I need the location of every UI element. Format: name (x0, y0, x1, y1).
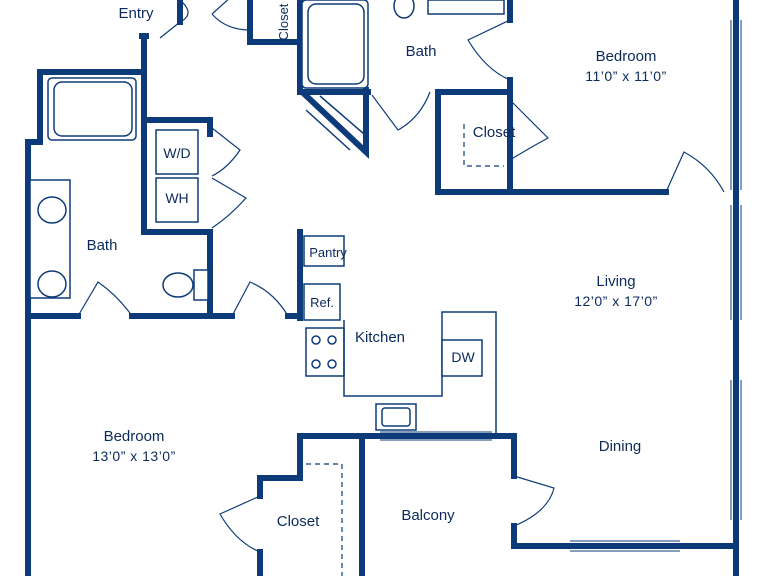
burner-1 (311, 335, 321, 345)
kitchen-sink-basin (381, 407, 411, 427)
wd-door-top (211, 127, 241, 177)
entry-door (159, 0, 189, 39)
label-kitchen: Kitchen (355, 329, 405, 346)
bathtub-left-inner (53, 81, 133, 137)
label-closet-bottom: Closet (277, 513, 320, 530)
walls (25, 0, 739, 576)
room-labels: Entry Closet Bath Bedroom 11’0” x 11’0” … (87, 3, 667, 530)
label-closet-top: Closet (276, 3, 291, 40)
closet-top-door (211, 0, 251, 31)
label-bedroom-right: Bedroom (596, 48, 657, 65)
label-water-heater: WH (165, 190, 188, 206)
burner-3 (311, 359, 321, 369)
balcony-door (513, 475, 555, 527)
windows (380, 20, 742, 552)
label-entry: Entry (118, 5, 154, 22)
burner-4 (327, 359, 337, 369)
bath-top-door (371, 91, 431, 131)
wd-door-bottom (211, 177, 247, 229)
sink-top (427, 0, 505, 15)
closet-right-door (509, 99, 549, 161)
bedroom-left-door (231, 281, 289, 317)
burner-2 (327, 335, 337, 345)
label-closet-right: Closet (473, 124, 516, 141)
label-living-dim: 12’0” x 17’0” (574, 293, 658, 309)
closet-bottom-door (219, 495, 261, 553)
closet-right-outline (463, 124, 504, 167)
dishwasher-box (441, 339, 483, 377)
toilet-left-tank (193, 269, 209, 301)
label-dishwasher: DW (451, 349, 475, 365)
bedroom-right-entry-door (665, 151, 725, 193)
doors (77, 0, 725, 553)
bathtub-top-inner (307, 3, 365, 85)
stove (305, 327, 345, 377)
label-bedroom-right-dim: 11’0” x 11’0” (585, 68, 666, 84)
label-bath-top: Bath (406, 43, 437, 60)
label-refrigerator: Ref. (310, 295, 334, 310)
label-washer-dryer: W/D (163, 145, 190, 161)
label-dining: Dining (599, 438, 642, 455)
label-living: Living (596, 273, 635, 290)
water-heater-box (155, 177, 199, 223)
bath-left-door (77, 281, 133, 317)
toilet-top (393, 0, 415, 19)
bedroom-right-door (467, 19, 511, 81)
pantry-box (303, 235, 345, 267)
label-balcony: Balcony (401, 507, 455, 524)
fixture-labels: W/D WH Pantry Ref. DW (163, 145, 475, 365)
refrigerator-box (303, 283, 341, 321)
label-bath-left: Bath (87, 237, 118, 254)
label-bedroom-left: Bedroom (104, 428, 165, 445)
shower-hatch (305, 95, 365, 151)
fixtures (29, 0, 505, 576)
label-bedroom-left-dim: 13’0” x 13’0” (92, 448, 176, 464)
toilet-left-bowl (162, 272, 194, 298)
sink-left-2 (37, 270, 67, 298)
sink-left-1 (37, 196, 67, 224)
washer-dryer-box (155, 129, 199, 175)
label-pantry: Pantry (309, 245, 347, 260)
closet-bottom-outline (306, 463, 343, 576)
